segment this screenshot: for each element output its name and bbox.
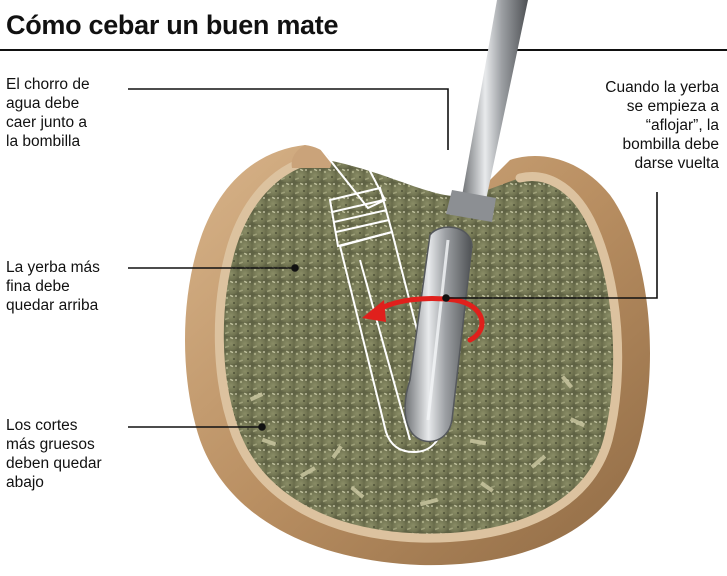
annotation-line: El chorro de xyxy=(6,76,90,93)
annotation-line: “aflojar”, la xyxy=(645,117,719,134)
leader-turn xyxy=(446,192,658,299)
annotation-line: la bombilla xyxy=(6,133,81,150)
leader-water xyxy=(128,88,449,150)
annotation-line: se empieza a xyxy=(626,98,719,115)
bombilla-ring xyxy=(446,190,496,222)
annotation-line: deben quedar xyxy=(6,455,102,472)
annotation-line: más gruesos xyxy=(6,436,95,453)
coarse-yerba-cuts xyxy=(249,375,586,507)
annotation-coarse-cuts: Los cortes más gruesos deben quedar abaj… xyxy=(6,416,102,492)
annotation-line: quedar arriba xyxy=(6,297,99,314)
annotation-line: Cuando la yerba xyxy=(605,79,719,96)
annotation-line: caer junto a xyxy=(6,114,87,131)
leader-lines xyxy=(128,88,658,431)
turn-arrow xyxy=(362,295,485,343)
annotation-line: agua debe xyxy=(6,95,80,112)
annotation-line: abajo xyxy=(6,474,44,491)
annotation-line: Los cortes xyxy=(6,417,78,434)
annotation-line: bombilla debe xyxy=(622,136,719,153)
annotation-turn-bombilla: Cuando la yerba se empieza a “aflojar”, … xyxy=(605,78,719,173)
bombilla xyxy=(404,0,528,443)
bombilla-tube xyxy=(462,0,528,200)
gourd-lip-left xyxy=(291,145,331,168)
annotation-line: La yerba más xyxy=(6,259,100,276)
gourd-rim xyxy=(214,153,623,543)
annotation-line: fina debe xyxy=(6,278,70,295)
annotation-line: darse vuelta xyxy=(634,155,719,172)
page-title: Cómo cebar un buen mate xyxy=(6,10,339,40)
annotation-fine-yerba: La yerba más fina debe quedar arriba xyxy=(6,258,100,315)
annotation-water: El chorro de agua debe caer junto a la b… xyxy=(6,75,90,151)
